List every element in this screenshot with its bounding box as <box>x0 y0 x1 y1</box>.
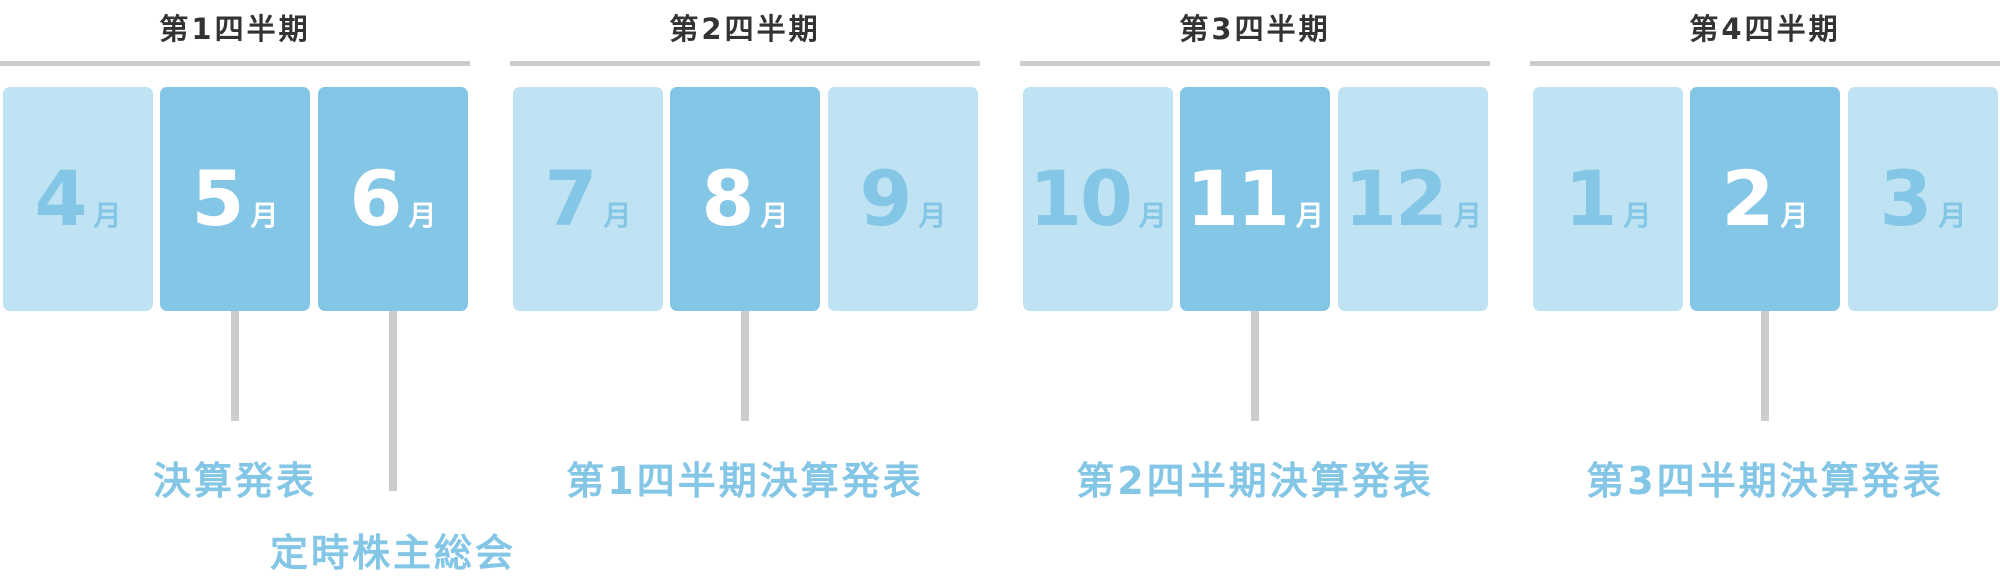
month-unit: 月 <box>1780 199 1809 232</box>
month-number: 5 <box>191 154 245 243</box>
quarter-divider <box>510 61 980 66</box>
month-unit: 月 <box>603 199 632 232</box>
event-annual-shareholders-meeting: 定時株主総会 <box>269 531 516 575</box>
month-unit: 月 <box>93 199 122 232</box>
month-unit: 月 <box>1623 199 1652 232</box>
month-unit: 月 <box>1138 199 1167 232</box>
month-number: 2 <box>1721 154 1775 243</box>
quarter-divider <box>1530 61 2000 66</box>
month-number: 8 <box>701 154 755 243</box>
event-earnings-announcement: 決算発表 <box>152 459 317 503</box>
quarter-title: 第2四半期 <box>669 12 821 46</box>
quarter-title: 第4四半期 <box>1689 12 1841 46</box>
month-number: 7 <box>544 154 598 243</box>
event-q1-earnings-announcement: 第1四半期決算発表 <box>566 459 924 503</box>
event-q3-earnings-announcement: 第3四半期決算発表 <box>1586 459 1944 503</box>
connector-line-earnings <box>231 311 239 421</box>
connector-line-agm <box>389 311 397 491</box>
quarter-divider <box>1020 61 1490 66</box>
month-unit: 月 <box>1295 199 1324 232</box>
month-number: 10 <box>1029 154 1133 243</box>
month-number: 12 <box>1344 154 1448 243</box>
month-unit: 月 <box>1453 199 1482 232</box>
month-number: 6 <box>349 154 403 243</box>
month-unit: 月 <box>250 199 279 232</box>
month-unit: 月 <box>760 199 789 232</box>
connector-line-q2-earnings <box>1251 311 1259 421</box>
month-number: 3 <box>1879 154 1933 243</box>
connector-line-q1-earnings <box>741 311 749 421</box>
event-q2-earnings-announcement: 第2四半期決算発表 <box>1076 459 1434 503</box>
month-unit: 月 <box>1938 199 1967 232</box>
month-number: 11 <box>1186 154 1290 243</box>
month-number: 1 <box>1564 154 1618 243</box>
quarter-divider <box>0 61 470 66</box>
connector-line-q3-earnings <box>1761 311 1769 421</box>
quarter-title: 第3四半期 <box>1179 12 1331 46</box>
month-number: 9 <box>859 154 913 243</box>
quarter-title: 第1四半期 <box>159 12 311 46</box>
month-number: 4 <box>34 154 88 243</box>
month-unit: 月 <box>918 199 947 232</box>
month-unit: 月 <box>408 199 437 232</box>
